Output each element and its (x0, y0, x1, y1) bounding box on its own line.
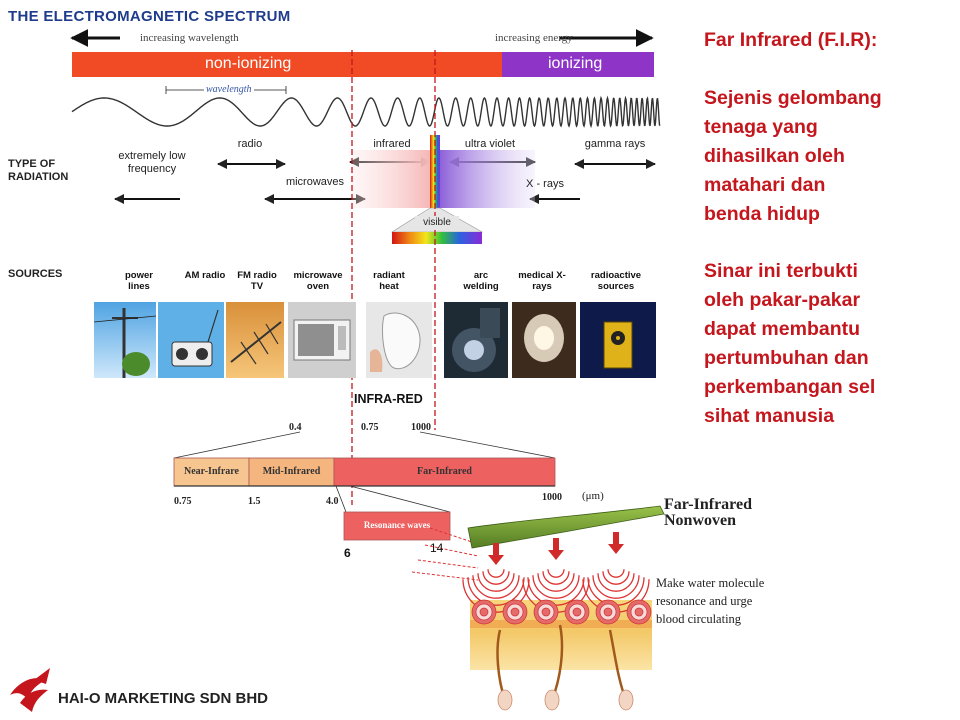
near-infrared-label: Near-Infrare (184, 466, 239, 477)
mid-infrared-band (248, 457, 335, 487)
type-of-radiation-label: TYPE OF RADIATION (8, 158, 69, 183)
right-para2-line4: pertumbuhan dan (704, 347, 869, 369)
gamma-rays-label: gamma rays (584, 138, 646, 150)
source-arc-welding: arc welding (463, 270, 499, 292)
unit-label: (μm) (582, 490, 604, 502)
ultraviolet-region (440, 150, 535, 208)
bottom-tick-1-5: 1.5 (248, 496, 261, 507)
radio-label: radio (237, 138, 263, 150)
hai-o-logo-mark (10, 668, 50, 712)
far-infrared-label: Far-Infrared (417, 466, 472, 477)
company-name: HAI-O MARKETING SDN BHD (58, 690, 268, 707)
increasing-energy-label: increasing energy (495, 32, 573, 44)
right-para2-line6: sihat manusia (704, 405, 835, 427)
right-para1-line4: matahari dan (704, 174, 826, 196)
molecule-text-1: Make water molecule (656, 576, 765, 590)
power-lines-image (94, 302, 156, 378)
microwaves-label: microwaves (285, 176, 345, 188)
right-para1-line1: Sejenis gelombang (704, 87, 882, 109)
radiant-heat-image (366, 302, 432, 378)
resonance-left-value: 6 (344, 546, 351, 560)
visible-spectrum-bar (392, 232, 482, 244)
ultra-violet-label: ultra violet (464, 138, 516, 150)
nonwoven-label-line2: Nonwoven (664, 512, 737, 529)
visible-label: visible (415, 216, 459, 229)
increasing-wavelength-label: increasing wavelength (140, 32, 239, 44)
nonwoven-fabric (467, 505, 665, 549)
non-ionizing-label: non-ionizing (205, 55, 292, 72)
source-radioactive-sources: radioactive sources (590, 270, 642, 292)
resonance-waves-label: Resonance waves (363, 520, 431, 530)
right-para2-line2: oleh pakar-pakar (704, 289, 861, 311)
mid-infrared-label: Mid-Infrared (262, 466, 321, 477)
source-power-lines: power lines (125, 270, 153, 292)
medical-x-rays-image (512, 302, 576, 378)
bottom-tick-0-75: 0.75 (174, 496, 192, 507)
infrared-label: infrared (373, 138, 411, 150)
infrared-region (352, 150, 430, 208)
bottom-tick-1000: 1000 (542, 492, 562, 503)
source-fm-radio-tv: FM radio TV (237, 270, 277, 292)
ionizing-label: ionizing (548, 55, 603, 72)
wave-line (71, 95, 661, 129)
non-ionizing-bar (72, 52, 502, 77)
bottom-tick-4-0: 4.0 (326, 496, 339, 507)
x-rays-label: X - rays (526, 178, 564, 190)
right-para1-line3: dihasilkan oleh (704, 145, 845, 167)
source-radiant-heat: radiant heat (373, 270, 405, 292)
radioactive-sources-image (580, 302, 656, 378)
right-para1-line2: tenaga yang (704, 116, 818, 138)
sources-label: SOURCES (8, 268, 63, 280)
top-tick-1000: 1000 (411, 422, 431, 433)
arc-welding-image (444, 302, 508, 378)
wavelength-marker-label: wavelength (204, 84, 254, 95)
water-molecule-circles (471, 599, 652, 625)
right-para2-line5: perkembangan sel (704, 376, 876, 398)
source-microwave-oven: microwave oven (293, 270, 343, 292)
source-medical-x-rays: medical X-rays (518, 270, 566, 292)
am-radio-image (158, 302, 224, 378)
infra-red-label: INFRA-RED (354, 392, 423, 406)
spectrum-title: THE ELECTROMAGNETIC SPECTRUM (8, 8, 291, 25)
source-am-radio: AM radio (184, 270, 226, 281)
ionizing-bar (502, 52, 654, 77)
fm-radio-tv-image (226, 302, 284, 378)
elf-label: extremely low frequency (118, 150, 186, 175)
far-infrared-band (333, 457, 556, 487)
right-heading: Far Infrared (F.I.R): (704, 29, 878, 51)
resonance-band (343, 511, 451, 541)
molecule-text-2: resonance and urge (656, 594, 753, 608)
microwave-oven-image (288, 302, 356, 378)
top-tick-0-4: 0.4 (289, 422, 302, 433)
resonance-right-value: 14 (430, 541, 444, 555)
top-tick-0-75: 0.75 (361, 422, 379, 433)
right-para2-line3: dapat membantu (704, 318, 861, 340)
right-para2-line1: Sinar ini terbukti (704, 260, 858, 282)
molecule-text-3: blood circulating (656, 612, 742, 626)
nonwoven-label-line1: Far-Infrared (664, 496, 752, 513)
right-para1-line5: benda hidup (704, 203, 820, 225)
